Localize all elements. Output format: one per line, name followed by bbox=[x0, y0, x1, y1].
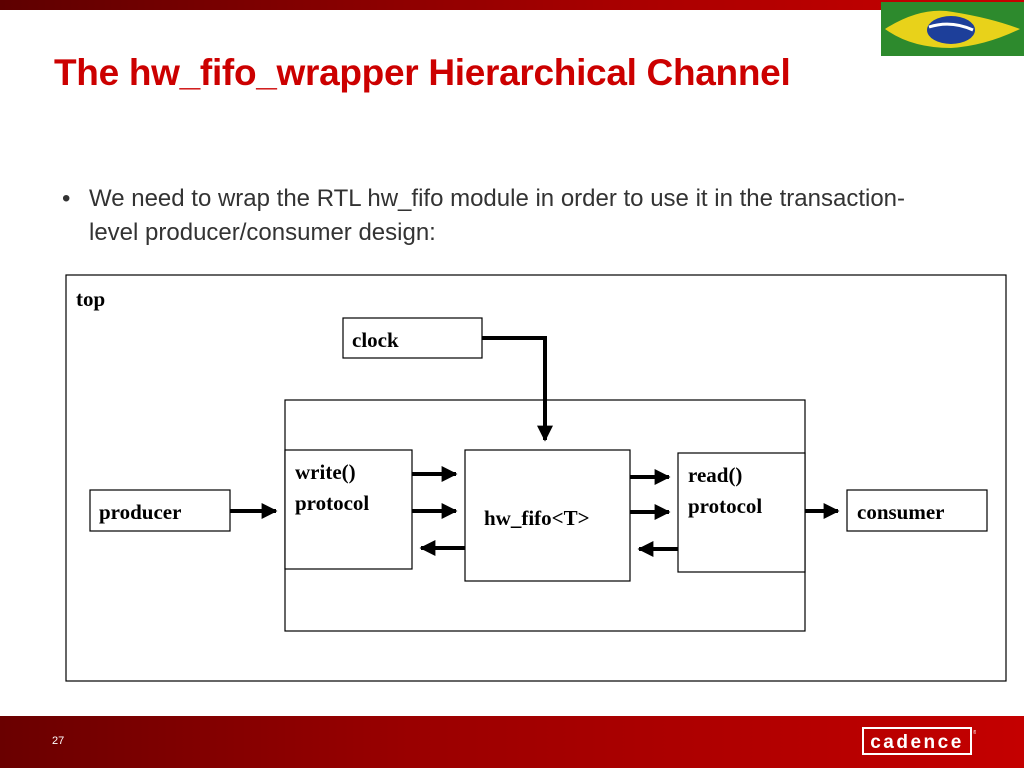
clock-box bbox=[342, 317, 483, 359]
consumer-box bbox=[846, 489, 988, 532]
clock-label: clock bbox=[352, 328, 399, 352]
svg-text:®: ® bbox=[973, 729, 976, 736]
write-protocol-label-line1: write() bbox=[295, 460, 356, 484]
clock-to-fifo-arrow bbox=[482, 336, 553, 442]
read-protocol-box bbox=[677, 452, 806, 573]
page-number: 27 bbox=[52, 735, 65, 747]
cadence-logo-text: cadence bbox=[870, 732, 964, 753]
brazil-flag-image bbox=[881, 2, 1024, 56]
bullet-text: We need to wrap the RTL hw_fifo module i… bbox=[89, 185, 905, 246]
top-module-label: top bbox=[76, 287, 105, 311]
read-protocol-label-line2: protocol bbox=[688, 494, 762, 518]
hw-fifo-wrapper-diagram: top clock producer write() protocol hw_f… bbox=[65, 274, 1007, 682]
producer-label: producer bbox=[99, 500, 181, 524]
top-accent-bar bbox=[0, 0, 1024, 10]
consumer-label: consumer bbox=[857, 500, 945, 524]
footer-bar bbox=[0, 716, 1024, 768]
slide-title: The hw_fifo_wrapper Hierarchical Channel bbox=[54, 52, 791, 93]
write-protocol-label-line2: protocol bbox=[295, 491, 369, 515]
hw-fifo-label: hw_fifo<T> bbox=[484, 506, 590, 530]
bullet-marker: • bbox=[62, 185, 71, 212]
read-protocol-label-line1: read() bbox=[688, 463, 742, 487]
cadence-logo: cadence ® bbox=[862, 727, 976, 755]
hw-fifo-box bbox=[464, 449, 631, 582]
